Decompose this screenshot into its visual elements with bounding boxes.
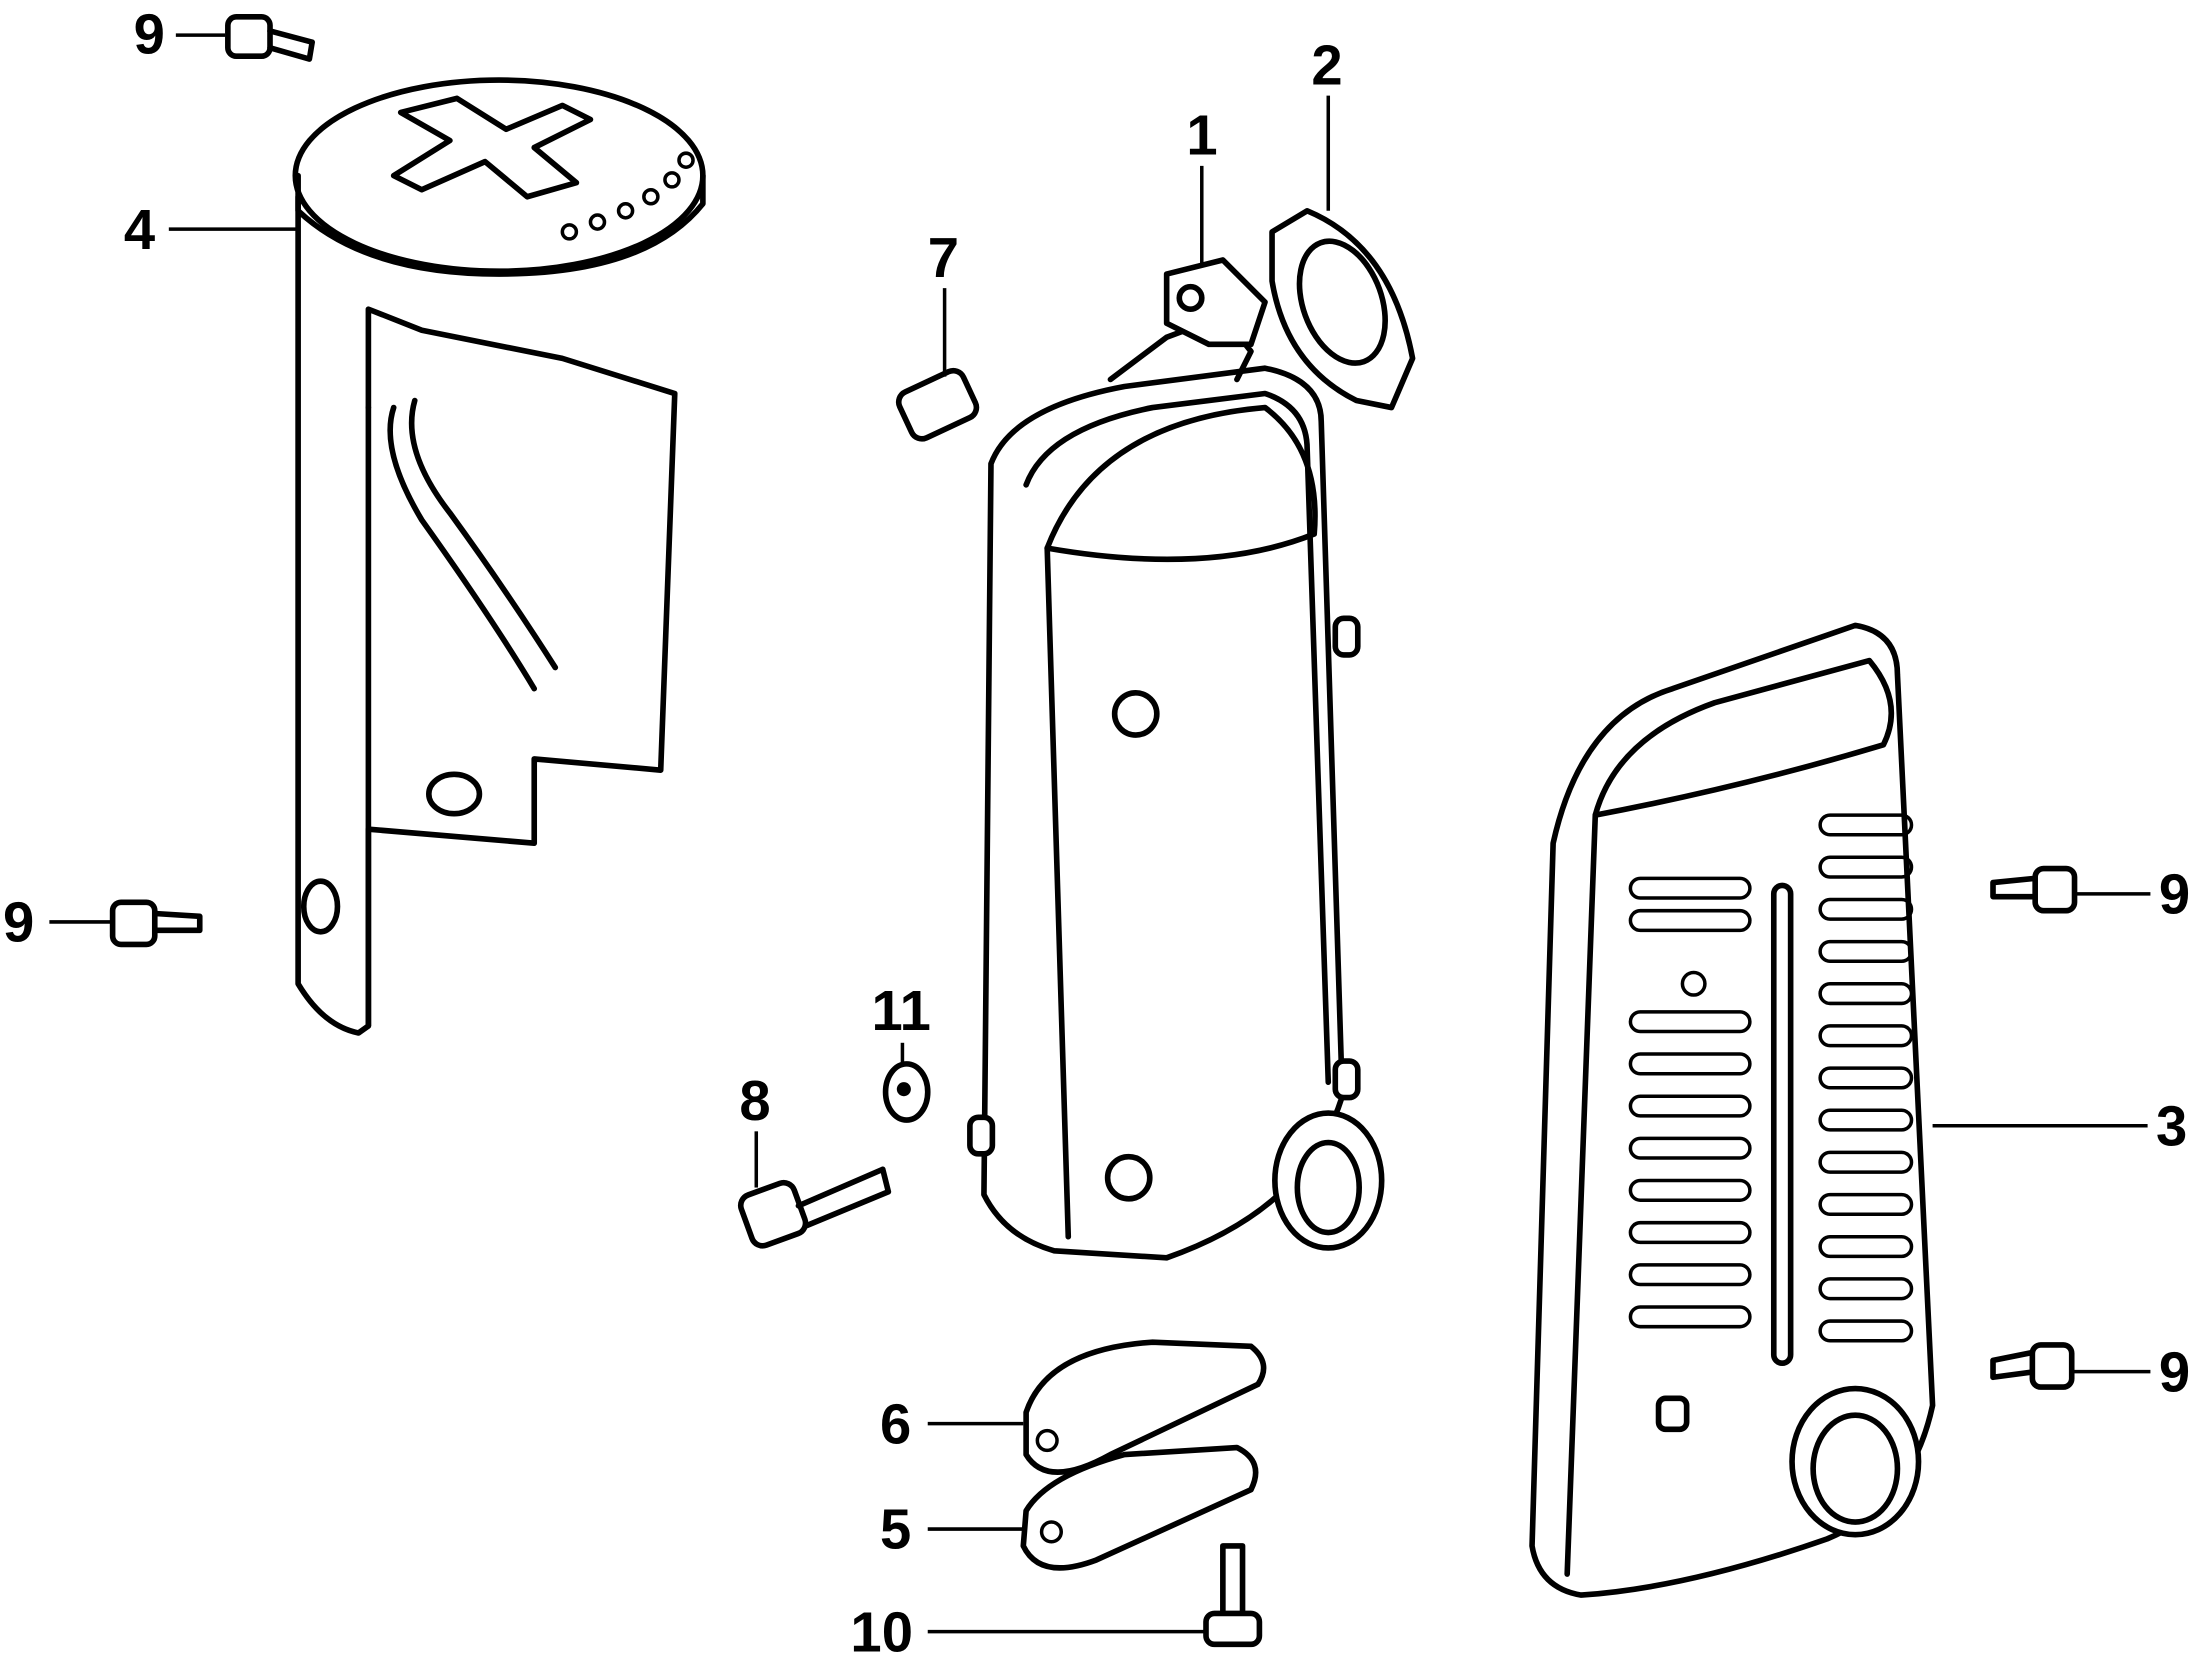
part-2-gasket	[1269, 207, 1416, 411]
part-7-nut	[895, 367, 980, 442]
part-8-bolt	[737, 1166, 892, 1249]
part-4-intake-shroud	[292, 77, 706, 1036]
svg-text:11: 11	[872, 979, 931, 1042]
part-1-muffler	[967, 257, 1385, 1261]
svg-text:8: 8	[739, 1069, 770, 1132]
svg-text:2: 2	[1311, 33, 1342, 96]
callout-3: 3	[1932, 1094, 2187, 1157]
svg-text:7: 7	[928, 226, 959, 289]
svg-text:1: 1	[1186, 104, 1217, 167]
callout-9-left: 9	[3, 891, 113, 954]
part-6-plate	[1023, 1339, 1267, 1475]
callout-11: 11	[872, 979, 931, 1066]
svg-text:9: 9	[134, 2, 165, 65]
svg-text:9: 9	[3, 891, 34, 954]
part-9-bolt-right-upper	[1990, 865, 2078, 914]
part-9-bolt-right-lower	[1990, 1342, 2075, 1390]
svg-text:9: 9	[2159, 1340, 2190, 1403]
callout-4: 4	[124, 198, 299, 261]
callout-7: 7	[928, 226, 959, 377]
svg-text:4: 4	[124, 198, 155, 261]
callout-1: 1	[1186, 104, 1218, 268]
part-9-bolt-left	[109, 899, 203, 948]
callout-8: 8	[739, 1069, 771, 1188]
callout-9-right-upper: 9	[2074, 862, 2190, 925]
svg-text:3: 3	[2156, 1094, 2187, 1157]
part-11-washer	[882, 1061, 931, 1123]
part-9-bolt-top	[225, 14, 315, 62]
callout-9-right-lower: 9	[2071, 1340, 2190, 1403]
svg-text:10: 10	[850, 1600, 913, 1663]
part-10-bolt	[1203, 1543, 1263, 1648]
callout-10: 10	[850, 1600, 1206, 1663]
callout-5: 5	[880, 1498, 1024, 1561]
part-3-protector	[1529, 622, 1936, 1598]
part-5-plate	[1020, 1444, 1259, 1571]
callout-9-top: 9	[134, 2, 226, 65]
callout-2: 2	[1311, 33, 1343, 211]
callout-6: 6	[880, 1392, 1024, 1455]
svg-text:5: 5	[880, 1498, 911, 1561]
svg-text:6: 6	[880, 1392, 911, 1455]
svg-text:9: 9	[2159, 862, 2190, 925]
